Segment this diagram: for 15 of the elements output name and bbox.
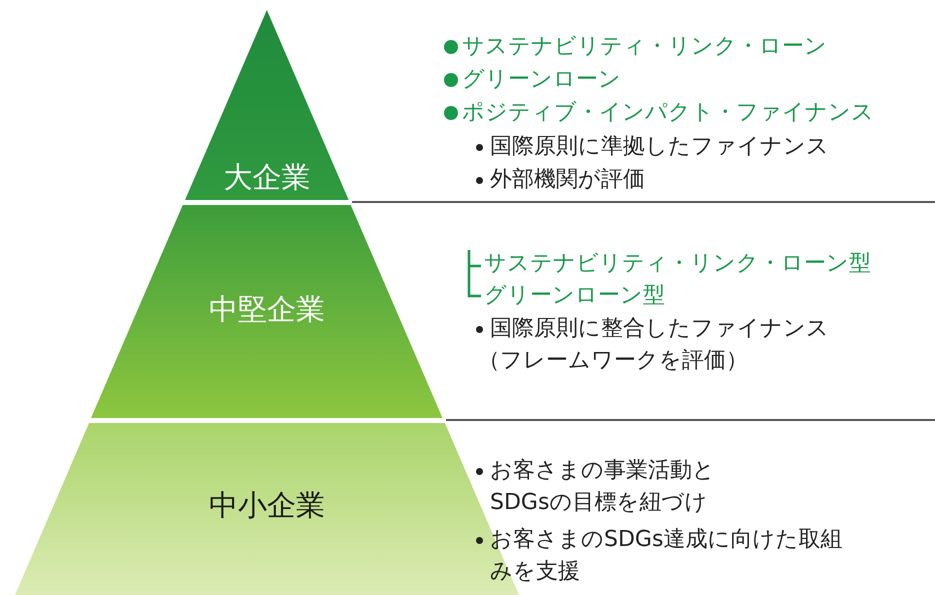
list-item: サステナビリティ・リンク・ローン型 [484, 250, 871, 278]
tier-label: 大企業 [222, 159, 312, 196]
pyramid-tier [185, 10, 349, 200]
list-item: サステナビリティ・リンク・ローン [462, 33, 827, 61]
list-item: 国際原則に準拠したファイナンス [490, 133, 829, 161]
note-text: （フレームワークを評価） [478, 347, 748, 375]
list-item: ポジティブ・インパクト・ファイナンス [462, 99, 874, 127]
list-item: グリーンローン [462, 66, 621, 94]
list-item: 国際原則に整合したファイナンス [490, 315, 829, 343]
list-item: お客さまのSDGs達成に向けた取組みを支援 [490, 526, 844, 586]
pyramid-tier [91, 205, 443, 418]
list-item: 外部機関が評価 [490, 166, 645, 194]
list-item: お客さまの事業活動とSDGsの目標を紐づけ [490, 457, 716, 517]
list-item: グリーンローン型 [484, 282, 665, 310]
tier-label: 中堅企業 [208, 291, 326, 328]
